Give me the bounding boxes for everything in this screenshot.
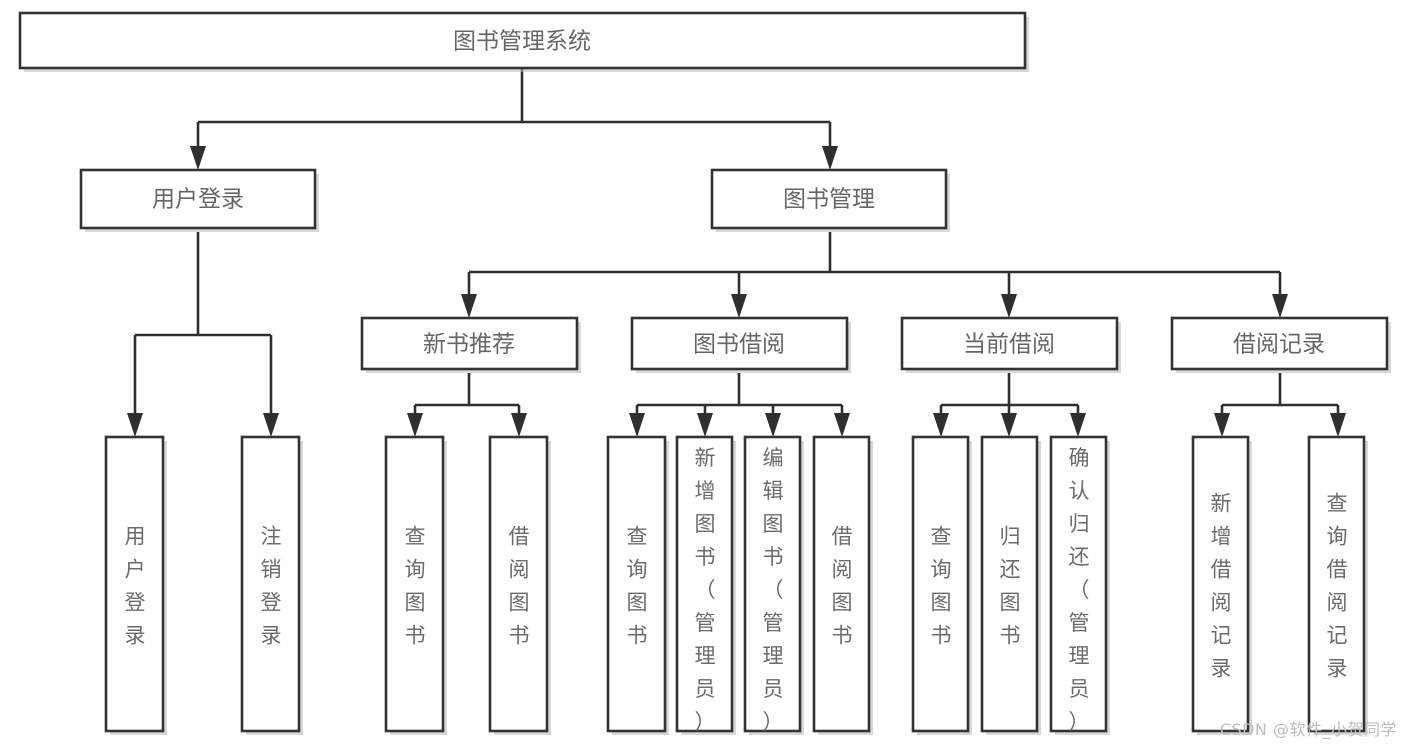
leaf-logout-login-label: 注销登录 [261,525,282,648]
leaf-add-borrow-record[interactable]: 新增借阅记录 [1191,435,1252,735]
leaf-edit-book-admin-box[interactable] [743,435,802,733]
arrow-head-current-borrow [1001,294,1017,318]
arrow-head-leaf-add-borrow-record [1214,413,1230,437]
arrow-head-leaf-return-book [1001,413,1017,437]
arrow-head-leaf-user-login [127,413,143,437]
leaf-borrow-book-2-box[interactable] [812,435,871,733]
node-new-book-recommend-box[interactable] [360,316,579,371]
leaf-borrow-book-2-label: 借阅图书 [832,525,853,648]
leaf-user-login[interactable]: 用户登录 [104,435,167,735]
arrow-head-user-login [190,146,206,170]
node-book-manage-box[interactable] [710,168,948,230]
node-current-borrow-box[interactable] [900,316,1119,371]
node-user-login[interactable]: 用户登录 [79,168,319,232]
leaf-query-book-2-label: 查询图书 [627,525,648,648]
node-root-box[interactable] [18,11,1027,70]
arrow-head-leaf-query-book-1 [407,413,423,437]
leaf-borrow-book-1-label: 借阅图书 [509,525,530,648]
leaf-query-book-1-box[interactable] [384,435,445,733]
arrow-head-leaf-add-book-admin [697,413,713,437]
leaf-return-book[interactable]: 归还图书 [980,435,1041,735]
leaf-add-book-admin[interactable]: 新增图书（管理员） [675,435,736,735]
leaf-borrow-book-1-box[interactable] [488,435,549,733]
node-borrow-record-label: 借阅记录 [1233,332,1325,358]
node-book-borrow-label: 图书借阅 [693,332,785,358]
leaf-query-book-2[interactable]: 查询图书 [606,435,669,735]
leaf-confirm-return-admin[interactable]: 确认归还（管理员） [1049,435,1110,735]
node-user-login-box[interactable] [79,168,317,230]
arrow-head-leaf-query-borrow-record [1330,413,1346,437]
arrow-head-leaf-query-book-2 [629,413,645,437]
leaf-add-book-admin-label: 新增图书（管理员） [695,446,716,734]
leaf-query-borrow-record-label: 查询借阅记录 [1327,492,1348,681]
node-book-borrow[interactable]: 图书借阅 [630,316,851,373]
leaf-query-book-1-label: 查询图书 [405,525,426,648]
leaf-query-book-3[interactable]: 查询图书 [911,435,972,735]
node-book-borrow-box[interactable] [630,316,849,371]
leaf-borrow-book-2[interactable]: 借阅图书 [812,435,873,735]
leaf-add-borrow-record-label: 新增借阅记录 [1211,492,1232,681]
node-book-manage[interactable]: 图书管理 [710,168,950,232]
node-borrow-record-box[interactable] [1170,316,1389,371]
leaf-user-login-label: 用户登录 [125,525,146,648]
node-current-borrow-label: 当前借阅 [963,332,1055,358]
leaf-logout-login-box[interactable] [240,435,301,733]
node-root[interactable]: 图书管理系统 [18,11,1029,72]
leaf-confirm-return-admin-label: 确认归还（管理员） [1069,446,1090,734]
arrow-head-leaf-borrow-book-1 [511,413,527,437]
leaf-logout-login[interactable]: 注销登录 [240,435,303,735]
arrow-head-book-borrow [731,294,747,318]
arrow-head-leaf-borrow-book-2 [834,413,850,437]
node-new-book-recommend[interactable]: 新书推荐 [360,316,581,373]
node-book-manage-label: 图书管理 [783,187,875,213]
arrow-head-book-manage [822,146,838,170]
leaf-return-book-label: 归还图书 [1000,525,1021,648]
leaf-query-borrow-record-box[interactable] [1307,435,1366,733]
arrow-head-leaf-edit-book-admin [765,413,781,437]
node-root-label: 图书管理系统 [453,29,591,55]
leaf-confirm-return-admin-box[interactable] [1049,435,1108,733]
node-new-book-recommend-label: 新书推荐 [423,332,515,358]
leaf-edit-book-admin[interactable]: 编辑图书（管理员） [743,435,804,735]
leaf-return-book-box[interactable] [980,435,1039,733]
leaf-add-borrow-record-box[interactable] [1191,435,1250,733]
arrow-head-borrow-record [1272,294,1288,318]
node-current-borrow[interactable]: 当前借阅 [900,316,1121,373]
arrow-head-leaf-confirm-return-admin [1070,413,1086,437]
leaf-edit-book-admin-label: 编辑图书（管理员） [763,446,784,734]
arrow-head-new-book-recommend [461,294,477,318]
leaf-query-borrow-record[interactable]: 查询借阅记录 [1307,435,1368,735]
leaf-add-book-admin-box[interactable] [675,435,734,733]
leaf-query-book-2-box[interactable] [606,435,667,733]
leaf-borrow-book-1[interactable]: 借阅图书 [488,435,551,735]
arrow-head-leaf-query-book-3 [933,413,949,437]
arrow-head-leaf-logout-login [263,413,279,437]
leaf-query-book-3-box[interactable] [911,435,970,733]
connector-layer [127,68,1346,437]
leaf-user-login-box[interactable] [104,435,165,733]
leaf-query-book-3-label: 查询图书 [931,525,952,648]
node-user-login-label: 用户登录 [152,187,244,213]
node-borrow-record[interactable]: 借阅记录 [1170,316,1391,373]
leaf-query-book-1[interactable]: 查询图书 [384,435,447,735]
